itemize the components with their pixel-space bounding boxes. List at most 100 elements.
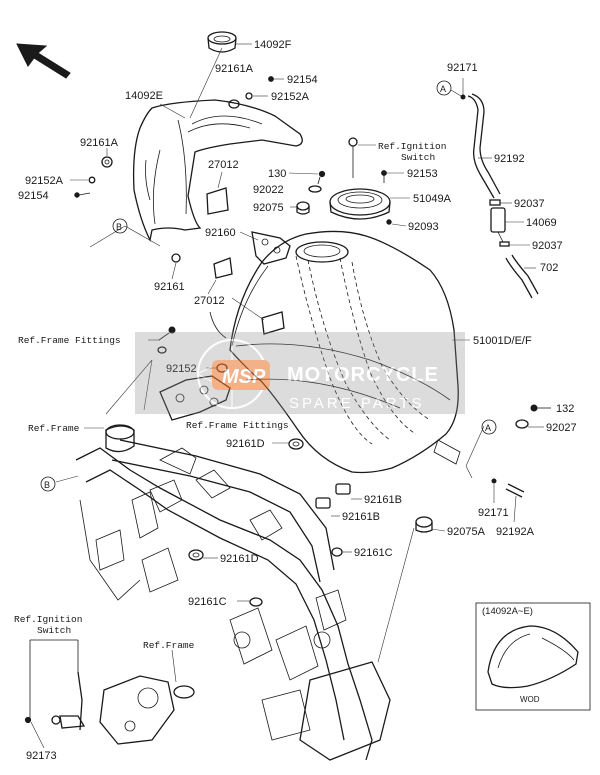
label-92161A-top: 92161A <box>215 63 254 75</box>
label-14092F: 14092F <box>254 39 292 51</box>
label-92075: 92075 <box>253 202 284 214</box>
svg-text:B: B <box>44 480 50 490</box>
ignition-bracket <box>99 675 195 745</box>
watermark-line1: MOTORCYCLE <box>287 364 439 386</box>
label-92153: 92153 <box>407 168 438 180</box>
clamp-92171-top <box>460 94 466 100</box>
watermark-line2: SPARE PARTS <box>289 395 425 412</box>
label-27012-top: 27012 <box>208 159 239 171</box>
bolt-92153 <box>381 170 387 183</box>
grommet-92161 <box>171 253 181 263</box>
label-702: 702 <box>540 262 558 274</box>
grommet-92161B-b <box>315 497 331 509</box>
bolt-132 <box>530 404 551 412</box>
label-92075A: 92075A <box>447 526 486 538</box>
bolt-92154-top <box>268 76 284 82</box>
grommet-92161C-a <box>331 547 343 557</box>
label-92037-b: 92037 <box>532 240 563 252</box>
svg-text:B: B <box>116 222 122 232</box>
label-92093: 92093 <box>408 221 439 233</box>
screw-92173 <box>24 716 45 749</box>
ref-ignition-top-2: Switch <box>401 152 435 163</box>
label-92171-top: 92171 <box>447 62 478 74</box>
ref-ignition-bot-1: Ref.Ignition <box>14 614 82 625</box>
label-14092E: 14092E <box>125 90 163 102</box>
label-92192A: 92192A <box>496 526 535 538</box>
damper-92075 <box>296 201 310 215</box>
label-92161A-left: 92161A <box>80 137 119 149</box>
label-92022: 92022 <box>253 184 284 196</box>
label-92161B-a: 92161B <box>364 494 402 506</box>
callout-a-top: A <box>436 80 452 96</box>
seat-cover-inset <box>475 602 591 711</box>
bolt-frame-fitting <box>157 326 176 354</box>
bolt-92154-left <box>74 192 91 198</box>
label-92152A-top: 92152A <box>271 91 310 103</box>
callout-b-frame: B <box>40 476 56 492</box>
label-130: 130 <box>268 168 286 180</box>
hose-702 <box>505 254 539 299</box>
bracket-92160 <box>251 231 291 265</box>
msp-logo-icon: MSP <box>197 339 270 409</box>
frame <box>75 424 391 761</box>
label-92161D-mid: 92161D <box>220 553 259 565</box>
ignition-switch-wiring <box>29 639 86 731</box>
ref-ignition-bot-2: Switch <box>37 625 71 636</box>
label-51001: 51001D/E/F <box>473 335 532 347</box>
label-92161B-b: 92161B <box>342 511 380 523</box>
fuel-tank-51001 <box>229 230 461 474</box>
label-92037-a: 92037 <box>514 198 545 210</box>
ref-frame-fittings-1: Ref.Frame Fittings <box>18 335 121 346</box>
label-92161: 92161 <box>154 281 185 293</box>
label-132: 132 <box>556 403 574 415</box>
label-14069: 14069 <box>526 217 557 229</box>
hose-92192A <box>505 483 525 523</box>
ref-frame: Ref.Frame <box>28 423 80 434</box>
svg-text:MSP: MSP <box>222 366 266 388</box>
inset-caption: WOD <box>520 695 540 704</box>
ref-frame-fittings-2: Ref.Frame Fittings <box>186 420 289 431</box>
clamp-92037-b <box>499 241 510 247</box>
cover-cap-14092F <box>207 31 237 53</box>
fuel-cap-51049A <box>329 188 391 220</box>
label-92171-bot: 92171 <box>478 507 509 519</box>
label-92160: 92160 <box>205 227 236 239</box>
pad-27012-top <box>206 187 229 215</box>
label-92154-top: 92154 <box>287 74 318 86</box>
washer-92022 <box>308 185 322 193</box>
side-cover-14092E <box>132 99 303 242</box>
label-92173: 92173 <box>26 750 57 762</box>
watermark: MSP MOTORCYCLE SPARE PARTS <box>135 332 465 414</box>
label-92152A-left: 92152A <box>25 175 64 187</box>
ref-frame-bot: Ref.Frame <box>143 640 195 651</box>
callout-b-left: B <box>112 218 128 234</box>
fuel-filter-14069 <box>490 207 506 243</box>
grommet-92161B-a <box>335 483 351 495</box>
callout-a-right: A <box>481 419 497 435</box>
label-92027: 92027 <box>546 422 577 434</box>
screw-92093 <box>386 219 392 225</box>
clamp-92171-bot <box>491 478 497 484</box>
grommet-92161C-b <box>249 597 263 607</box>
label-92161C-b: 92161C <box>188 596 227 608</box>
washer-92152A-left <box>70 176 96 184</box>
grommet-92161D-mid <box>188 549 204 561</box>
label-92152: 92152 <box>166 363 197 375</box>
label-92192: 92192 <box>494 153 525 165</box>
front-arrow-icon <box>16 43 71 79</box>
bolt-130 <box>317 170 326 185</box>
inset-title: (14092A~E) <box>482 606 533 617</box>
label-92154-left: 92154 <box>18 190 49 202</box>
hose-92192 <box>467 93 501 199</box>
damper-92027 <box>515 419 529 429</box>
grommet-92161D-top <box>288 438 304 450</box>
msp-logo-badge <box>212 360 270 390</box>
ref-ignition-top-1: Ref.Ignition <box>378 141 446 152</box>
grommet-92161A-left <box>101 156 113 168</box>
label-27012-mid: 27012 <box>194 295 225 307</box>
damper-92075A <box>415 516 433 533</box>
key-cylinder <box>348 137 358 178</box>
clamp-92037-a <box>489 199 501 206</box>
label-92161D-top: 92161D <box>226 438 265 450</box>
label-92161C-a: 92161C <box>354 547 393 559</box>
